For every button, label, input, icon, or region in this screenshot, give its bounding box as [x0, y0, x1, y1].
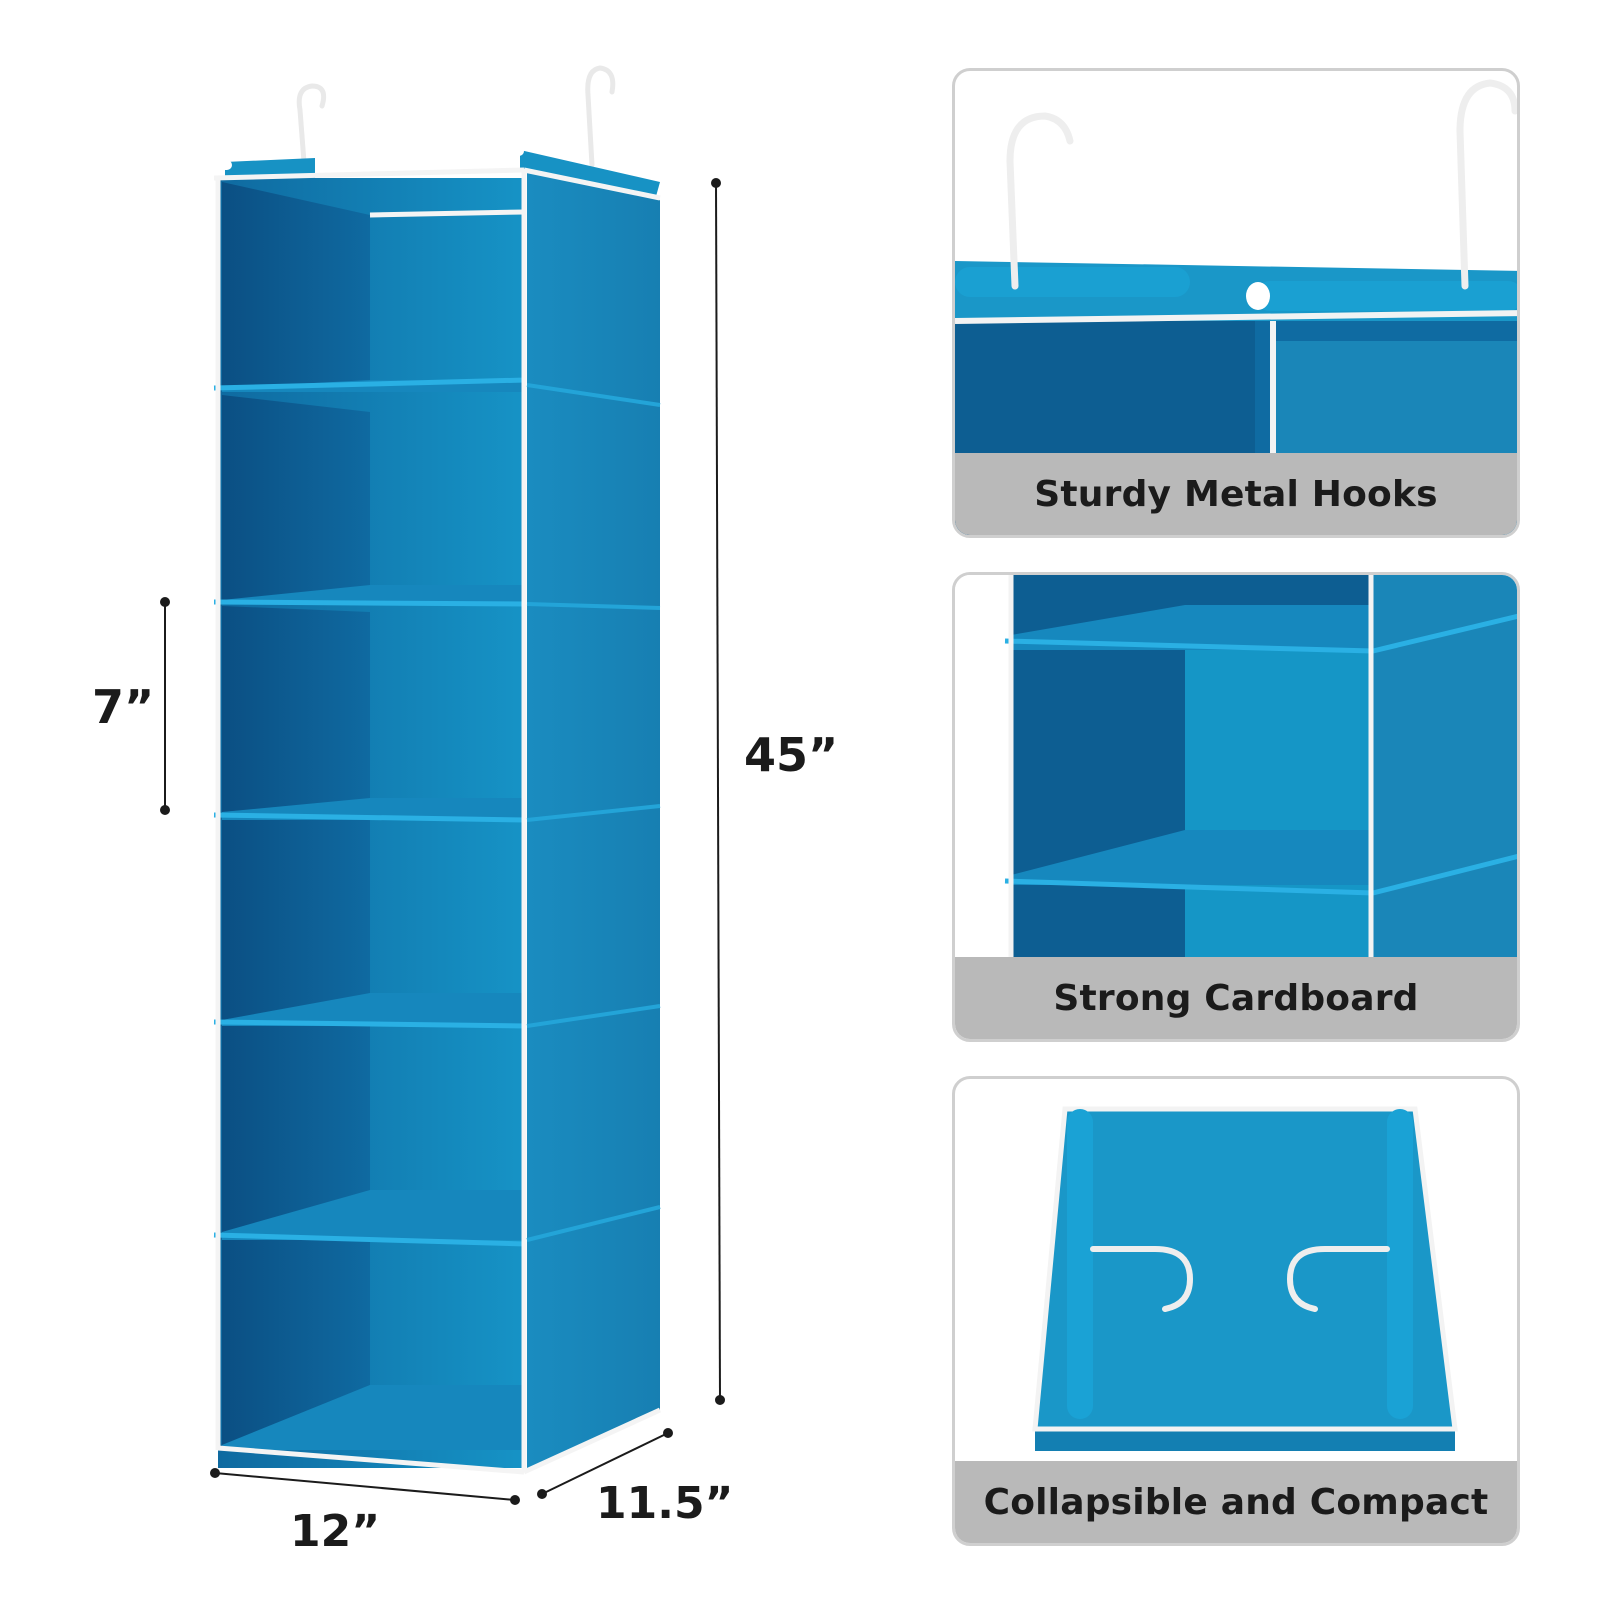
caption-bar: Collapsible and Compact: [955, 1461, 1517, 1543]
hook-left: [296, 83, 327, 178]
feature-card-hooks: Sturdy Metal Hooks: [952, 68, 1520, 538]
folded-organizer-image: [1032, 1106, 1458, 1451]
shelf-closeup-image: [955, 575, 1517, 1039]
feature-label-cardboard: Strong Cardboard: [1053, 977, 1419, 1019]
dimension-height-label: 45”: [744, 728, 839, 782]
dimension-shelf-height-label: 7”: [92, 680, 155, 734]
caption-bar: Sturdy Metal Hooks: [955, 453, 1517, 535]
feature-label-hooks: Sturdy Metal Hooks: [1034, 473, 1438, 515]
feature-card-cardboard: Strong Cardboard: [952, 572, 1520, 1042]
dimension-line-height: [715, 182, 721, 1401]
dimension-width-label: 12”: [290, 1506, 381, 1557]
feature-label-collapsible: Collapsible and Compact: [983, 1481, 1489, 1523]
dimension-depth-label: 11.5”: [596, 1478, 734, 1529]
caption-bar: Strong Cardboard: [955, 957, 1517, 1039]
hook-right: [585, 65, 616, 168]
feature-card-collapsible: Collapsible and Compact: [952, 1076, 1520, 1546]
hanging-organizer-illustration: [160, 65, 725, 1505]
